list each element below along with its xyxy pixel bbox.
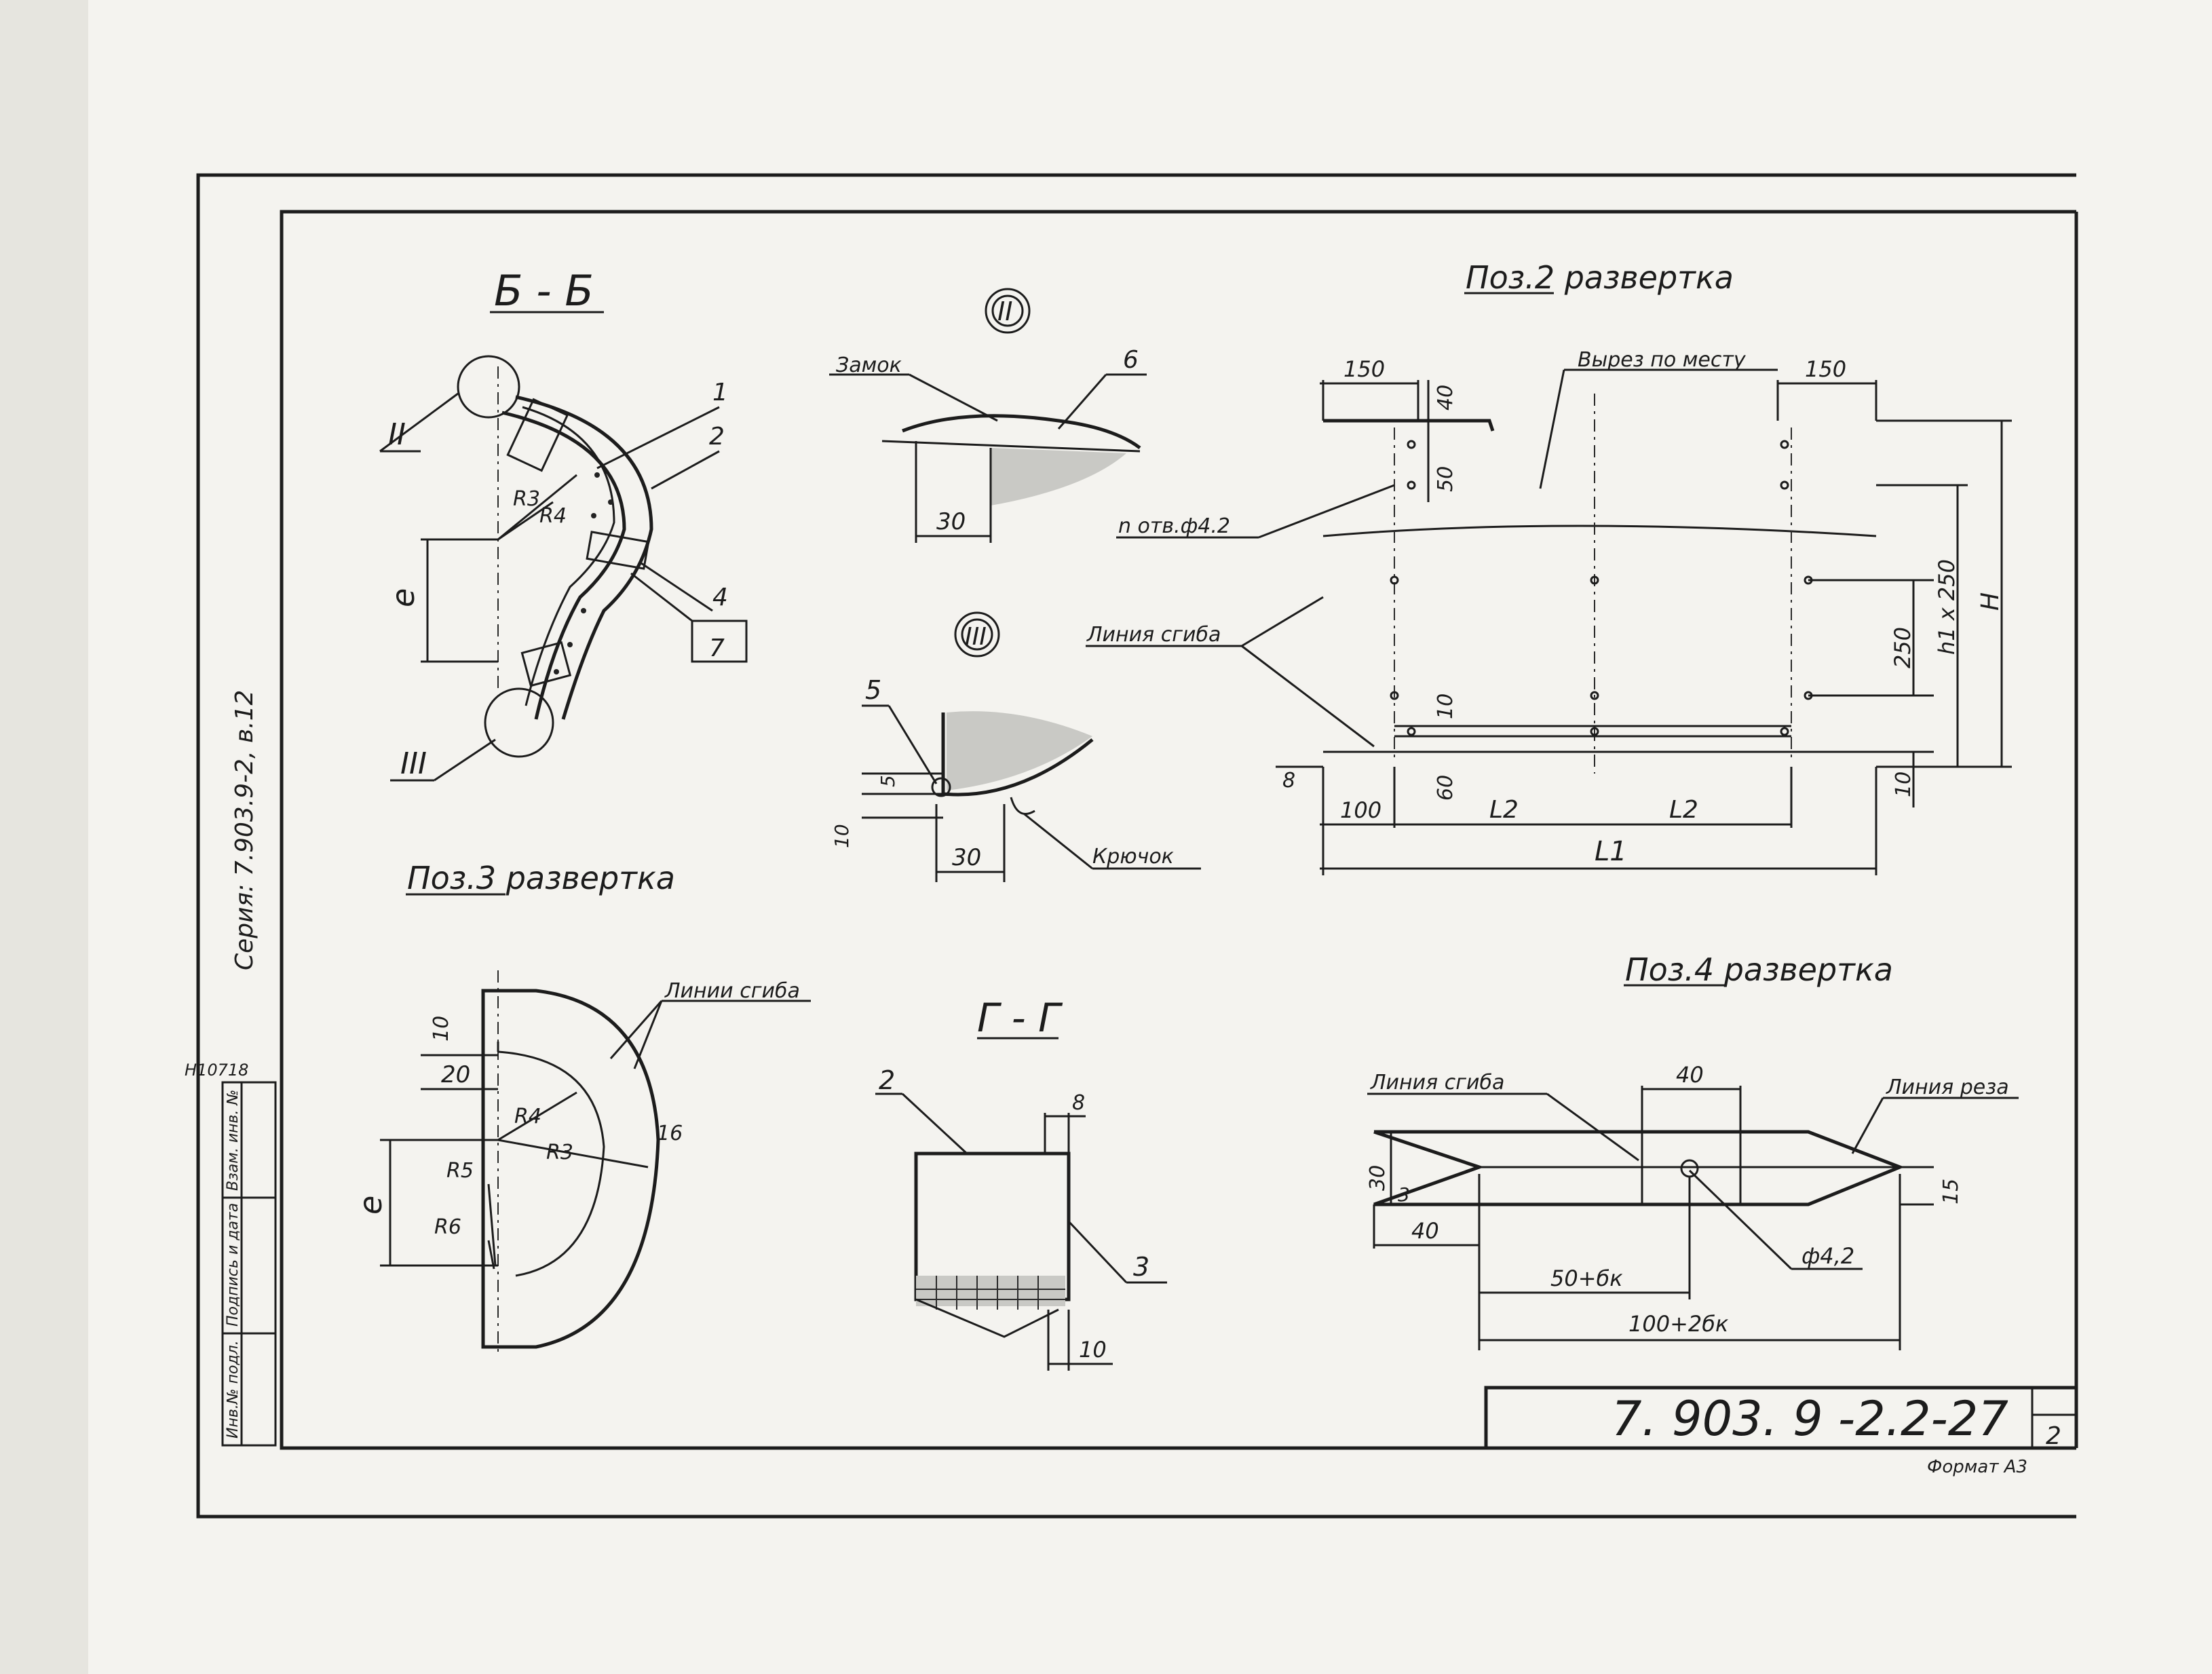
sheet-number: 2 bbox=[2046, 1422, 2061, 1450]
pos2-100: 100 bbox=[1340, 797, 1381, 823]
pos2-8: 8 bbox=[1282, 769, 1295, 793]
pos4-50: 50+бк bbox=[1550, 1266, 1623, 1291]
pos3-title: Поз.3 развертка bbox=[407, 860, 675, 896]
pos3-liniya: Линии сгиба bbox=[664, 979, 800, 1003]
pos3-r5: R5 bbox=[446, 1159, 474, 1183]
detail-ii-30: 30 bbox=[936, 508, 966, 535]
pos2-vyrez: Вырез по месту bbox=[1578, 348, 1747, 372]
scan-edge bbox=[0, 0, 88, 1674]
pos2-otv: n отв.ф4.2 bbox=[1118, 514, 1230, 538]
pos2-50: 50 bbox=[1434, 466, 1457, 492]
side-stamp: Инв.№ подл. Подпись и дата Взам. инв. № … bbox=[185, 690, 277, 1447]
pos2-10: 10 bbox=[1434, 693, 1457, 719]
pos3-e: e bbox=[352, 1196, 389, 1215]
section-bb-p1: 1 bbox=[712, 379, 728, 406]
pos3-r4: R4 bbox=[514, 1105, 541, 1128]
section-gg-p3: 3 bbox=[1133, 1252, 1149, 1282]
title-block: 7. 903. 9 -2.2-27 2 Формат А3 bbox=[1484, 1386, 2076, 1477]
pos4-3: 3 bbox=[1398, 1183, 1410, 1206]
pos2-150b: 150 bbox=[1805, 356, 1846, 382]
pos4-title: Поз.4 развертка bbox=[1625, 951, 1893, 988]
section-gg-p2: 2 bbox=[879, 1065, 895, 1095]
section-gg-8: 8 bbox=[1072, 1091, 1085, 1115]
pos4-40b: 40 bbox=[1411, 1218, 1439, 1244]
section-bb-e: e bbox=[385, 588, 421, 607]
pos4: Поз.4 развертка 40 Линия сгиба Линия рез… bbox=[1366, 951, 2019, 1350]
detail-ii-title: II bbox=[997, 297, 1012, 326]
pos4-40a: 40 bbox=[1676, 1062, 1704, 1088]
detail-iii-p5: 5 bbox=[865, 675, 881, 705]
pos2-10b: 10 bbox=[1892, 772, 1915, 797]
pos3-10: 10 bbox=[430, 1016, 453, 1042]
detail-ii-circle bbox=[457, 355, 520, 419]
section-bb-r4: R4 bbox=[539, 504, 567, 528]
detail-iii: III 5 Крючок 5 10 30 bbox=[831, 611, 1201, 882]
stamp-col3: Взам. инв. № bbox=[225, 1090, 242, 1191]
section-bb-ii: II bbox=[388, 417, 406, 452]
pos2-h1: h1 x 250 bbox=[1934, 559, 1960, 655]
section-bb: Б - Б R3 R4 e II III bbox=[379, 266, 748, 782]
pos2-l2a: L2 bbox=[1489, 796, 1519, 824]
detail-iii-30: 30 bbox=[952, 844, 981, 871]
detail-iii-kryuchok: Крючок bbox=[1092, 845, 1174, 869]
detail-ii-zamok: Замок bbox=[836, 354, 902, 377]
detail-ii: II Замок 6 30 bbox=[829, 288, 1147, 543]
pos4-100: 100+2бк bbox=[1628, 1311, 1729, 1337]
pos4-liniya-sgiba: Линия сгиба bbox=[1370, 1071, 1504, 1095]
section-bb-p7: 7 bbox=[709, 634, 725, 662]
detail-iii-title: III bbox=[965, 623, 987, 651]
pos3-20: 20 bbox=[441, 1061, 470, 1088]
pos3-16: 16 bbox=[657, 1122, 683, 1145]
detail-ii-p6: 6 bbox=[1123, 346, 1139, 374]
pos4-30: 30 bbox=[1366, 1165, 1390, 1191]
pos2-40: 40 bbox=[1434, 385, 1457, 411]
inventory-number: Н10718 bbox=[185, 1061, 248, 1080]
section-bb-p4: 4 bbox=[712, 584, 728, 611]
pos3-r3: R3 bbox=[546, 1141, 573, 1164]
pos3-r6: R6 bbox=[434, 1215, 461, 1239]
series-label: Серия: 7.903.9-2, в.12 bbox=[231, 690, 259, 970]
detail-iii-5: 5 bbox=[877, 775, 899, 787]
pos4-15: 15 bbox=[1939, 1179, 1963, 1204]
pos2: Поз.2 развертка Вырез по месту 150 150 4… bbox=[1086, 259, 2012, 875]
section-bb-r3: R3 bbox=[513, 487, 540, 511]
pos2-l2b: L2 bbox=[1669, 796, 1698, 824]
detail-iii-10: 10 bbox=[831, 824, 853, 848]
outer-frame bbox=[196, 173, 2078, 1519]
pos4-phi: ф4,2 bbox=[1801, 1243, 1854, 1269]
pos2-60: 60 bbox=[1434, 775, 1457, 801]
holes bbox=[1390, 440, 1813, 736]
section-gg-title: Г - Г bbox=[977, 995, 1063, 1041]
pos2-h: H bbox=[1977, 592, 2004, 611]
section-gg-10: 10 bbox=[1079, 1337, 1107, 1363]
section-bb-iii: III bbox=[400, 746, 427, 781]
section-bb-p2: 2 bbox=[709, 423, 725, 451]
section-gg: Г - Г 2 8 3 10 bbox=[875, 995, 1167, 1371]
pos2-title: Поз.2 развертка bbox=[1466, 259, 1734, 296]
detail-iii-circle bbox=[484, 687, 554, 758]
pos2-l1: L1 bbox=[1595, 836, 1627, 867]
section-bb-title: Б - Б bbox=[494, 266, 594, 316]
pos2-150a: 150 bbox=[1343, 356, 1385, 382]
insulation-dots bbox=[554, 472, 613, 674]
stamp-col2: Подпись и дата bbox=[225, 1203, 242, 1327]
mesh bbox=[916, 1276, 1065, 1310]
pos2-250: 250 bbox=[1890, 627, 1915, 668]
drawing-code: 7. 903. 9 -2.2-27 bbox=[1612, 1391, 2008, 1447]
pos4-liniya-reza: Линия реза bbox=[1886, 1076, 2009, 1099]
stamp-col1: Инв.№ подл. bbox=[225, 1340, 242, 1439]
pos2-liniya: Линия сгиба bbox=[1086, 623, 1221, 647]
pos3: Поз.3 развертка R4 R3 R5 R6 20 10 e Лини… bbox=[352, 860, 811, 1354]
format-label: Формат А3 bbox=[1927, 1457, 2027, 1477]
